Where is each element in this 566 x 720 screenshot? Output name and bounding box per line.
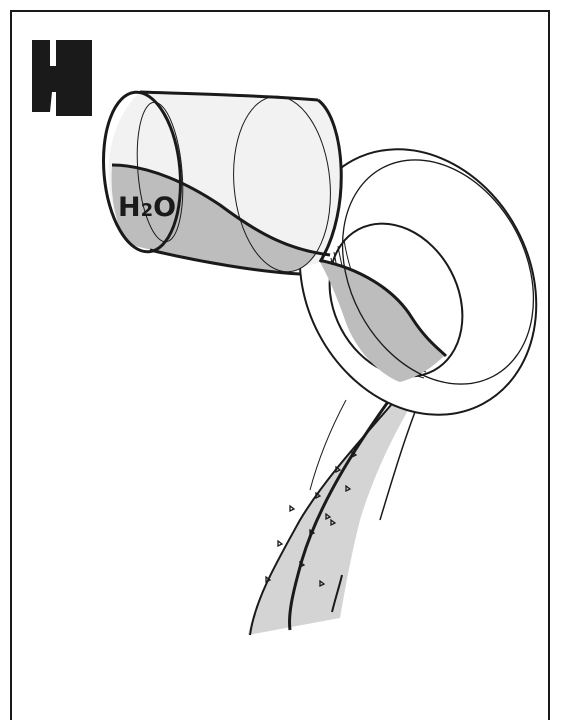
- pouring-glass: H2O: [97, 89, 342, 276]
- water-stream: [248, 375, 430, 635]
- step-marker-icon: [32, 40, 92, 116]
